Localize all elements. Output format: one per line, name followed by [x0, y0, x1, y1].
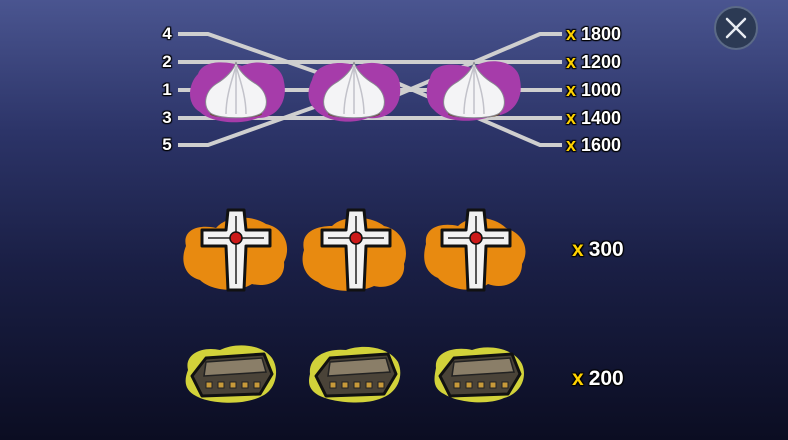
cross-icon [302, 208, 406, 292]
garlic-icon [426, 61, 521, 121]
coffin-icon [309, 346, 401, 403]
cross-icon [183, 208, 288, 292]
line-number-1: 1 [162, 80, 172, 99]
close-icon [725, 17, 747, 39]
cross-icon [424, 208, 526, 292]
coffin-icon [434, 347, 524, 403]
line-number-2: 2 [162, 52, 172, 71]
garlic-icon [190, 61, 285, 123]
line-number-5: 5 [162, 135, 172, 154]
coffin-icon [185, 345, 277, 403]
line-number-3: 3 [162, 108, 172, 127]
line-number-4: 4 [162, 24, 172, 43]
close-button[interactable] [714, 6, 758, 50]
garlic-icon [308, 61, 401, 122]
